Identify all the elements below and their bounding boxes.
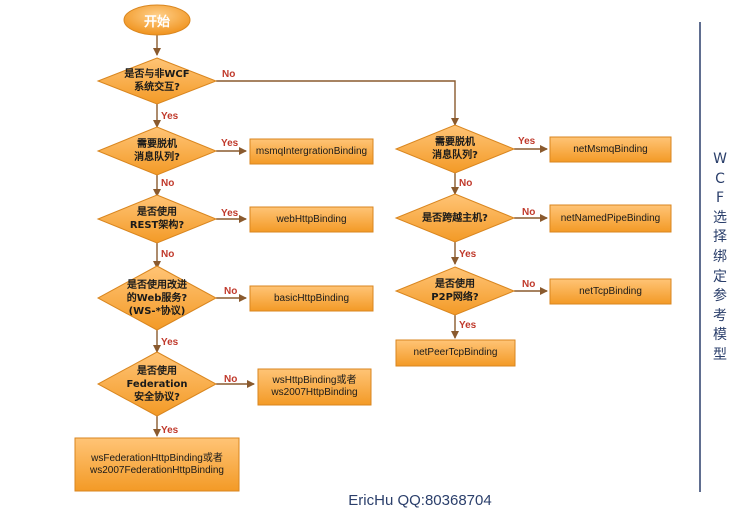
- binding-nettcp: netTcpBinding: [579, 285, 642, 297]
- binding-webhttp-box: [249, 206, 374, 233]
- label-queue-left-yes: Yes: [221, 138, 239, 149]
- decision-queue-left-text: 需要脱机 消息队列?: [134, 139, 180, 163]
- decision-web-service-text: 是否使用改进 的Web服务? (WS-*协议): [126, 279, 188, 317]
- decision-p2p: [394, 266, 516, 316]
- side-title: W C F 选 择 绑 定 参 考 模 型: [713, 151, 727, 363]
- label-queue-right-yes: Yes: [518, 136, 536, 147]
- label-fed-yes: Yes: [161, 425, 179, 436]
- binding-netmsmq-box: [549, 136, 672, 163]
- binding-webhttp: webHttpBinding: [276, 213, 347, 225]
- decision-federation: [96, 351, 218, 417]
- binding-wsfed: wsFederationHttpBinding或者 ws2007Federati…: [90, 452, 224, 476]
- label-queue-right-no: No: [459, 178, 473, 189]
- decision-rest: [96, 194, 218, 244]
- label-fed-no: No: [224, 374, 238, 385]
- start-label: 开始: [143, 15, 170, 30]
- binding-netmsmq: netMsmqBinding: [573, 143, 648, 155]
- binding-netpeertcp: netPeerTcpBinding: [413, 347, 498, 358]
- binding-netnamedpipe-box: [549, 204, 672, 233]
- author-credit: EricHu QQ:80368704: [348, 492, 492, 509]
- binding-wsfed-box: [74, 437, 240, 492]
- decision-queue-left: [96, 126, 218, 176]
- decision-p2p-text: 是否使用 P2P网络?: [431, 279, 479, 303]
- label-ws-yes: Yes: [161, 337, 179, 348]
- start-node: [123, 4, 191, 36]
- label-rest-yes: Yes: [221, 208, 239, 219]
- binding-msmq: msmqIntergrationBinding: [255, 145, 368, 157]
- decision-rest-text: 是否使用 REST架构?: [129, 207, 185, 231]
- decision-cross-machine-text: 是否跨越主机?: [422, 212, 488, 224]
- label-p2p-yes: Yes: [459, 320, 477, 331]
- edge-wcf-no: [216, 80, 459, 126]
- label-ws-no: No: [224, 286, 238, 297]
- binding-netpeertcp-box: [395, 339, 516, 367]
- label-wcf-yes: Yes: [161, 111, 179, 122]
- binding-msmq-box: [249, 138, 374, 165]
- label-queue-left-no: No: [161, 178, 175, 189]
- binding-netnamedpipe: netNamedPipeBinding: [560, 212, 661, 224]
- decision-queue-right: [394, 124, 516, 174]
- binding-basichttp-box: [249, 285, 374, 312]
- binding-wshttp-box: [257, 368, 372, 406]
- label-rest-no: No: [161, 249, 175, 260]
- decision-federation-text: 是否使用 Federation 安全协议?: [126, 365, 188, 403]
- decision-queue-right-text: 需要脱机 消息队列?: [432, 137, 478, 161]
- decision-web-service: [96, 265, 218, 331]
- binding-nettcp-box: [549, 278, 672, 305]
- binding-wshttp: wsHttpBinding或者 ws2007HttpBinding: [271, 375, 358, 398]
- binding-basichttp: basicHttpBinding: [273, 292, 350, 304]
- label-cross-yes: Yes: [459, 249, 477, 260]
- decision-cross-machine: [394, 193, 516, 243]
- decision-wcf: [96, 57, 218, 105]
- decision-wcf-text: 是否与非WCF 系统交互?: [124, 69, 190, 93]
- label-wcf-no: No: [222, 69, 236, 80]
- label-p2p-no: No: [522, 279, 536, 290]
- label-cross-no: No: [522, 207, 536, 218]
